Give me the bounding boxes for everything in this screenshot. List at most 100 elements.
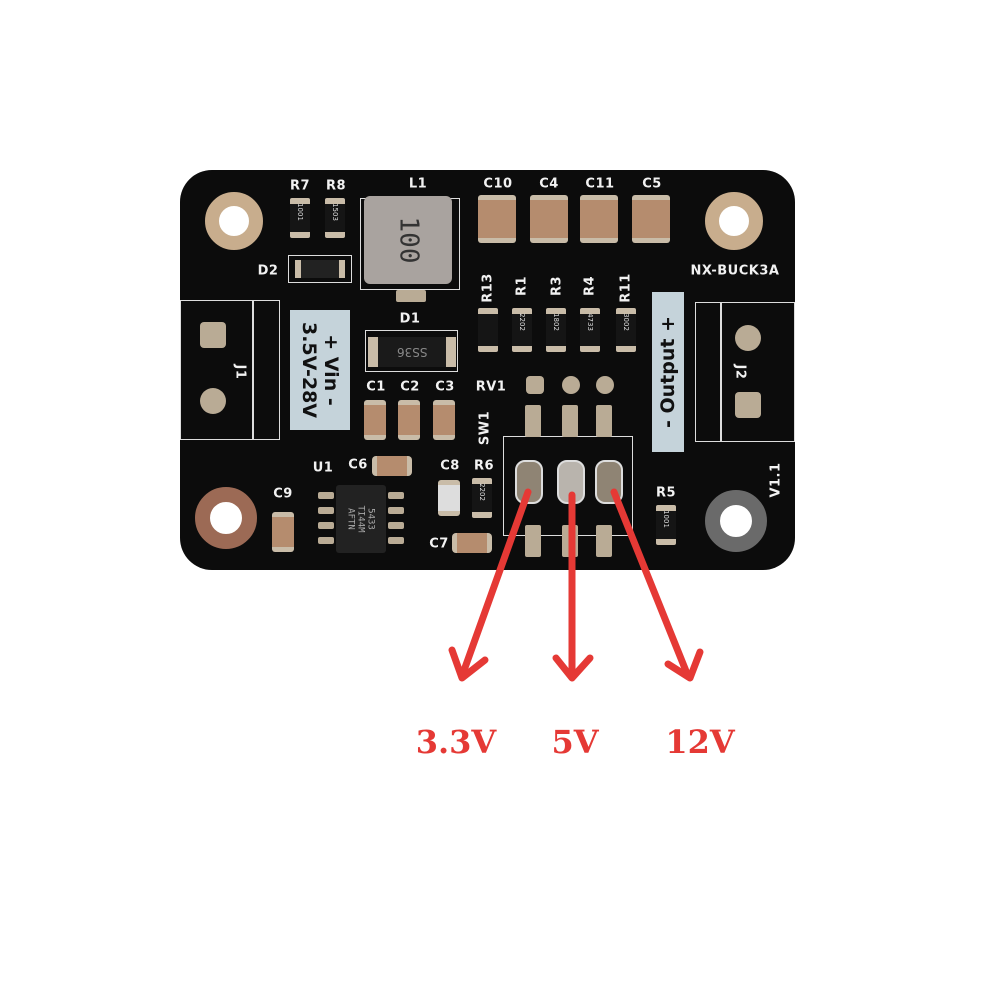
ic-pin: [318, 492, 334, 499]
output-polarity-label: - Output +: [657, 315, 680, 429]
terminal-j1-outline: [180, 300, 280, 440]
sw1-position-12v[interactable]: [595, 460, 623, 504]
capacitor-c4: [530, 195, 568, 243]
ic-pin: [388, 537, 404, 544]
resistor-r13: [478, 308, 498, 352]
terminal-j2-divider: [720, 302, 722, 442]
resistor-r6: 2202: [472, 478, 492, 518]
resistor-r7-marking: 1001: [296, 203, 304, 221]
label-c7: C7: [429, 536, 449, 552]
label-l1: L1: [408, 176, 428, 192]
label-j1: J1: [232, 364, 248, 380]
mounting-hole-bottom-left: [195, 487, 257, 549]
capacitor-c1: [364, 400, 386, 440]
capacitor-c7: [452, 533, 492, 553]
diode-marking: SS36: [396, 345, 428, 359]
label-d1: D1: [399, 311, 421, 327]
ic-pin: [318, 537, 334, 544]
sw1-bottom-pin-3: [596, 525, 612, 557]
board-version: V1.1: [768, 462, 784, 498]
capacitor-c11: [580, 195, 618, 243]
terminal-j1-pin1: [200, 322, 226, 348]
resistor-r1-marking: 2202: [518, 313, 526, 331]
label-c2: C2: [400, 379, 420, 395]
inductor-l1: 100: [364, 196, 452, 284]
label-c9: C9: [273, 486, 293, 502]
resistor-r1: 2202: [512, 308, 532, 352]
ic-marking-line2: TI44M: [356, 505, 366, 533]
diode-d2-outline: [288, 255, 352, 283]
label-r3: R3: [549, 275, 565, 297]
ic-marking-line3: AFTN: [346, 508, 356, 530]
label-c10: C10: [483, 176, 513, 192]
mounting-hole-top-right: [705, 192, 763, 250]
resistor-r4: 4733: [580, 308, 600, 352]
label-c3: C3: [435, 379, 455, 395]
ic-pin: [318, 507, 334, 514]
label-c11: C11: [585, 176, 615, 192]
label-r11: R11: [618, 273, 634, 303]
inductor-marking: 100: [393, 216, 423, 264]
rv1-pad-2: [562, 376, 580, 394]
input-polarity-label: + Vin -: [320, 334, 343, 406]
rv1-pad-1: [526, 376, 544, 394]
label-r7: R7: [289, 178, 311, 194]
sw1-position-5v[interactable]: [557, 460, 585, 504]
sw1-position-3v3[interactable]: [515, 460, 543, 504]
ic-pin: [388, 507, 404, 514]
label-j2: J2: [732, 364, 748, 380]
resistor-r5: 1001: [656, 505, 676, 545]
label-d2: D2: [257, 263, 279, 279]
diode-d1: SS36: [368, 337, 456, 367]
capacitor-c10: [478, 195, 516, 243]
label-u1: U1: [312, 460, 334, 476]
diode-d2: [295, 260, 345, 278]
sw1-bottom-pin-2: [562, 525, 578, 557]
resistor-r7: 1001: [290, 198, 310, 238]
ic-u1: 5433 TI44M AFTN: [336, 485, 386, 553]
sw1-bottom-pin-1: [525, 525, 541, 557]
terminal-j2-pin1: [735, 325, 761, 351]
label-rv1: RV1: [475, 379, 507, 395]
capacitor-c5: [632, 195, 670, 243]
label-c4: C4: [539, 176, 559, 192]
capacitor-c6: [372, 456, 412, 476]
label-sw1: SW1: [477, 410, 493, 446]
resistor-r8-marking: 1503: [331, 203, 339, 221]
mounting-hole-bottom-right: [705, 490, 767, 552]
ic-marking-line1: 5433: [366, 508, 376, 530]
label-c1: C1: [366, 379, 386, 395]
output-label-box: - Output +: [652, 292, 684, 452]
sw1-top-pin-2: [562, 405, 578, 437]
resistor-r3: 1802: [546, 308, 566, 352]
resistor-r11-marking: 3002: [622, 313, 630, 331]
board-name: NX-BUCK3A: [690, 263, 780, 279]
label-r8: R8: [325, 178, 347, 194]
terminal-j1-divider: [252, 300, 254, 440]
voltage-label-3v3: 3.3V: [415, 723, 497, 761]
resistor-r3-marking: 1802: [552, 313, 560, 331]
voltage-label-5v: 5V: [551, 723, 599, 761]
terminal-j2-outline: [695, 302, 795, 442]
label-r13: R13: [480, 273, 496, 303]
capacitor-c2: [398, 400, 420, 440]
capacitor-c8: [438, 480, 460, 516]
resistor-r6-marking: 2202: [478, 483, 486, 501]
input-voltage-range: 3.5V-28V: [298, 321, 321, 419]
rv1-pad-3: [596, 376, 614, 394]
resistor-r5-marking: 1001: [662, 510, 670, 528]
terminal-j1-pin2: [200, 388, 226, 414]
resistor-r4-marking: 4733: [586, 313, 594, 331]
label-c5: C5: [642, 176, 662, 192]
voltage-label-12v: 12V: [665, 723, 735, 761]
capacitor-c9: [272, 512, 294, 552]
diode-d1-outline: [365, 330, 458, 372]
inductor-pad: [396, 290, 426, 302]
input-label-box: + Vin - 3.5V-28V: [290, 310, 350, 430]
label-c8: C8: [440, 458, 460, 474]
label-r5: R5: [655, 485, 677, 501]
ic-pin: [388, 492, 404, 499]
label-c6: C6: [348, 457, 368, 473]
mounting-hole-top-left: [205, 192, 263, 250]
